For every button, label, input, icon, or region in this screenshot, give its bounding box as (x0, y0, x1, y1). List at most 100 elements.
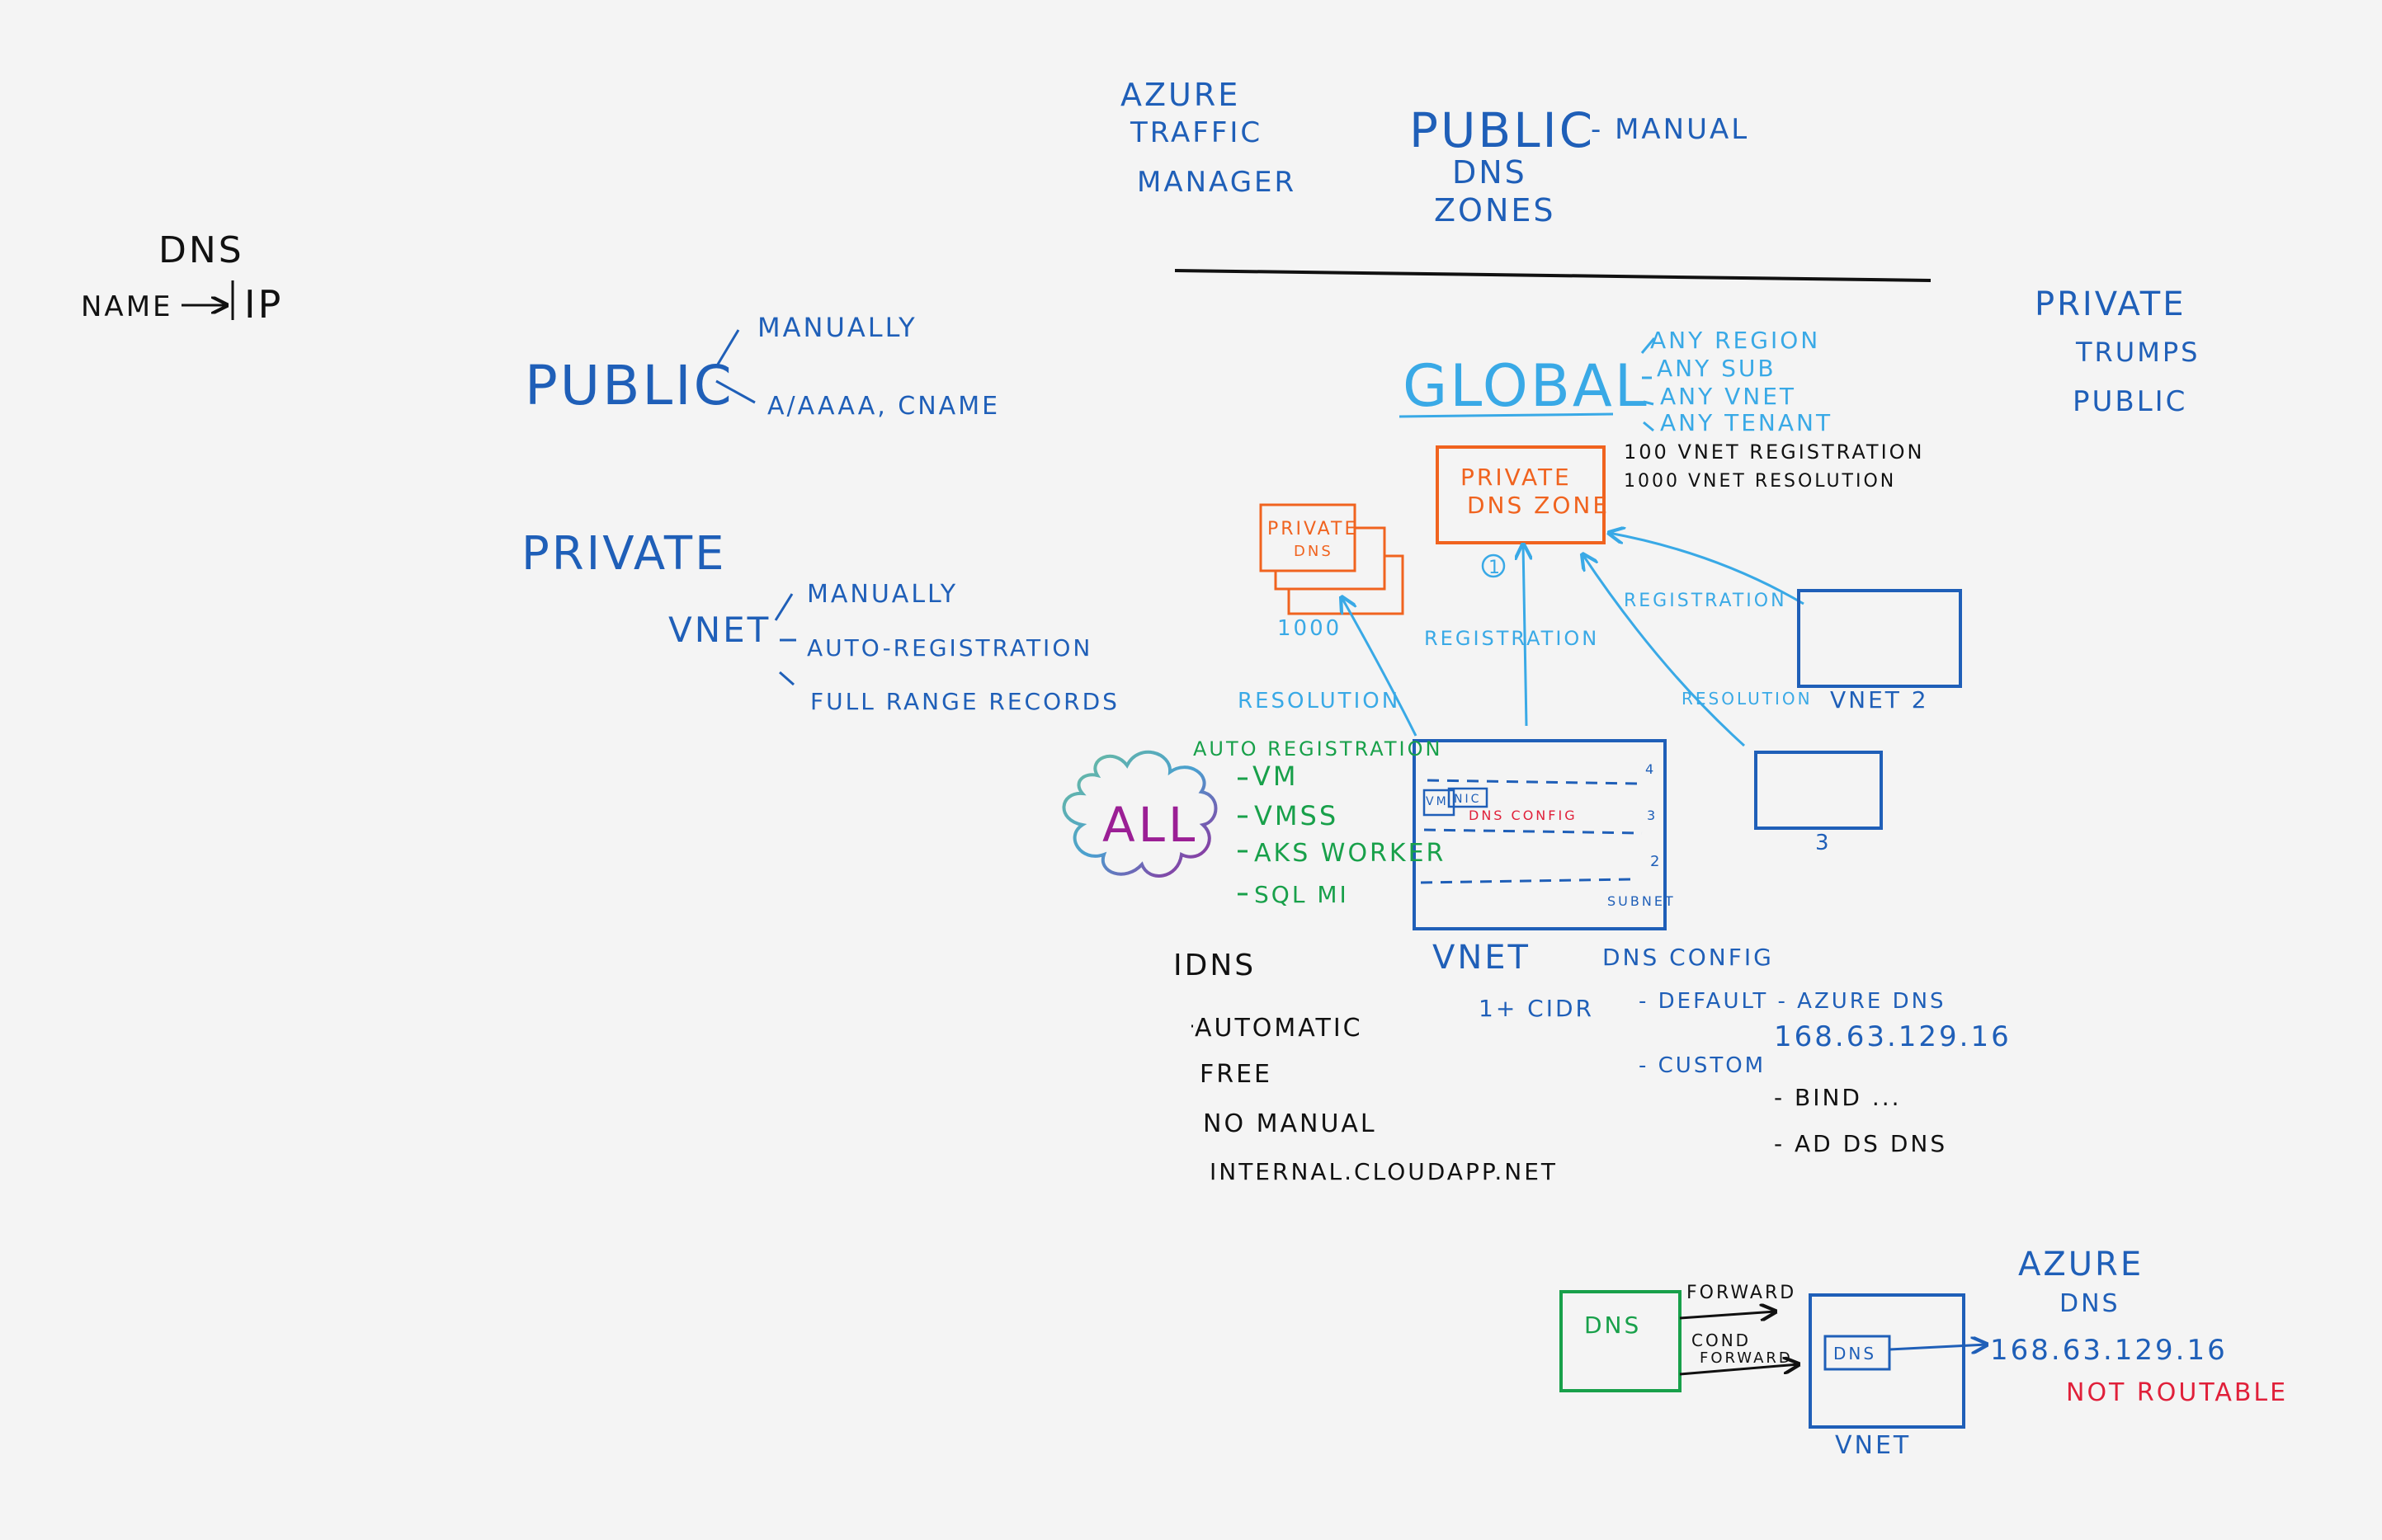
private-item: MANUALLY (807, 580, 958, 609)
global-limit: 100 VNET REGISTRATION (1624, 440, 1925, 464)
public-item: A/AAAA, CNAME (767, 392, 1000, 421)
public-item: MANUALLY (757, 312, 917, 343)
idns-title: IDNS (1173, 949, 1256, 982)
global-title: GLOBAL (1403, 352, 1649, 420)
private-title: PRIVATE (521, 527, 726, 581)
auto-registration-item: SQL MI (1254, 881, 1349, 908)
onprem-dns-label: DNS (1584, 1312, 1641, 1339)
vnet2-registration-arrow (1609, 533, 1804, 605)
dns-config-title: DNS CONFIG (1602, 944, 1774, 971)
subnet-row-number: 2 (1650, 853, 1662, 870)
onprem-dns-box (1559, 1290, 1682, 1392)
vnet3-resolution-label: RESOLUTION (1682, 689, 1813, 709)
vnet-dns-to-azure-arrow (1889, 1345, 1987, 1349)
subnet-label: SUBNET (1607, 893, 1676, 909)
private-vnet: VNET (668, 610, 771, 650)
forward-label: FORWARD (1686, 1283, 1796, 1303)
dns-heading: DNS (158, 229, 244, 271)
azure-dns-label: AZURE (2018, 1246, 2144, 1283)
forward-arrow (1679, 1312, 1776, 1318)
private-dns-zone-label: DNS ZONE (1467, 492, 1610, 519)
dns-config-default: - DEFAULT - AZURE DNS (1639, 989, 1946, 1014)
registration-label: REGISTRATION (1424, 627, 1599, 650)
resolution-arrow (1342, 597, 1417, 737)
idns-item: INTERNAL.CLOUDAPP.NET (1210, 1158, 1558, 1185)
azure-dns-label: DNS (2059, 1289, 2120, 1318)
dns-config-custom: - CUSTOM (1639, 1053, 1766, 1078)
subnet-divider (1420, 779, 1643, 884)
vnet-dns-box (1823, 1335, 1891, 1371)
dns-config-custom-item: - AD DS DNS (1774, 1130, 1947, 1157)
name-label: NAME (81, 290, 173, 323)
vnet3-resolution-arrow (1582, 554, 1746, 747)
nic-label: NIC (1454, 793, 1481, 806)
cond-forward-label: FORWARD (1700, 1349, 1793, 1367)
dns-config-label-red: DNS CONFIG (1469, 808, 1578, 823)
azure-vnet-box (1809, 1293, 1965, 1429)
stacked-zone-box-front (1259, 503, 1356, 572)
traffic-manager-line: MANAGER (1137, 166, 1296, 199)
ip-label: IP (244, 282, 283, 327)
all-cloud-label: ALL (1102, 797, 1198, 853)
all-cloud (1062, 750, 1218, 878)
public-branch-lines (715, 329, 756, 404)
trumps-line: PRIVATE (2035, 285, 2186, 323)
auto-registration-item: VMSS (1254, 800, 1338, 831)
azure-vnet-label: VNET (1835, 1431, 1911, 1460)
trumps-line: TRUMPS (2075, 337, 2200, 368)
public-dns-zones-line: ZONES (1434, 192, 1556, 228)
private-dns-zone-label: PRIVATE (1460, 464, 1572, 491)
azure-dns-ip: 168.63.129.16 (1990, 1334, 2228, 1367)
global-item: ANY VNET (1660, 383, 1796, 410)
stacked-zone-label: PRIVATE (1267, 519, 1358, 539)
trumps-line: PUBLIC (2073, 385, 2187, 418)
main-vnet-box (1413, 739, 1667, 930)
public-title: PUBLIC (525, 354, 734, 417)
private-item: AUTO-REGISTRATION (807, 634, 1092, 662)
subnet-row-number: 4 (1645, 761, 1656, 777)
auto-registration-item: VM (1252, 761, 1299, 792)
vnet2-box (1797, 589, 1962, 688)
vnet2-registration-label: REGISTRATION (1624, 591, 1787, 611)
divider-line (1174, 269, 1932, 282)
auto-registration-dashes (1238, 777, 1248, 896)
global-limit: 1000 VNET RESOLUTION (1624, 471, 1896, 492)
vm-label: VM (1426, 795, 1449, 808)
public-dns-zones-line: PUBLIC (1409, 102, 1595, 158)
vnet3-box (1754, 751, 1883, 830)
global-bullets (1640, 337, 1656, 432)
main-vnet-cidr: 1+ CIDR (1479, 995, 1594, 1022)
idns-item: FREE (1200, 1060, 1272, 1089)
traffic-manager-line: TRAFFIC (1130, 116, 1262, 149)
vm-box (1422, 789, 1455, 817)
zone-number-circle (1481, 553, 1506, 578)
vnet3-label: 3 (1815, 831, 1832, 855)
dns-config-ip: 168.63.129.16 (1774, 1020, 2012, 1053)
main-vnet-label: VNET (1432, 939, 1531, 977)
resolution-label: RESOLUTION (1238, 689, 1400, 713)
global-item: ANY TENANT (1660, 409, 1832, 436)
subnet-row-number: 3 (1647, 808, 1658, 823)
auto-registration-item: AKS WORKER (1254, 839, 1446, 868)
private-item: FULL RANGE RECORDS (810, 688, 1120, 715)
global-item: ANY REGION (1650, 327, 1820, 354)
global-underline (1399, 412, 1614, 418)
nic-box (1447, 787, 1488, 808)
not-routable-label: NOT ROUTABLE (2066, 1378, 2288, 1407)
auto-registration-title: AUTO REGISTRATION (1193, 737, 1442, 761)
manual-note: - MANUAL (1591, 113, 1749, 146)
cond-forward-arrow (1679, 1364, 1799, 1376)
public-dns-zones-line: DNS (1452, 154, 1527, 191)
vnet-dns-label: DNS (1833, 1344, 1876, 1363)
zone-number: 1 (1488, 558, 1502, 578)
registration-arrow (1523, 544, 1526, 727)
private-branch-lines (774, 593, 796, 686)
idns-item: NO MANUAL (1203, 1109, 1377, 1138)
vnet2-label: VNET 2 (1830, 686, 1929, 713)
idns-item: AUTOMATIC (1195, 1014, 1363, 1043)
cond-forward-label: COND (1691, 1330, 1751, 1350)
idns-dashes (1191, 1024, 1193, 1028)
traffic-manager-line: AZURE (1120, 77, 1240, 113)
stacked-zone-label: DNS (1294, 543, 1333, 560)
